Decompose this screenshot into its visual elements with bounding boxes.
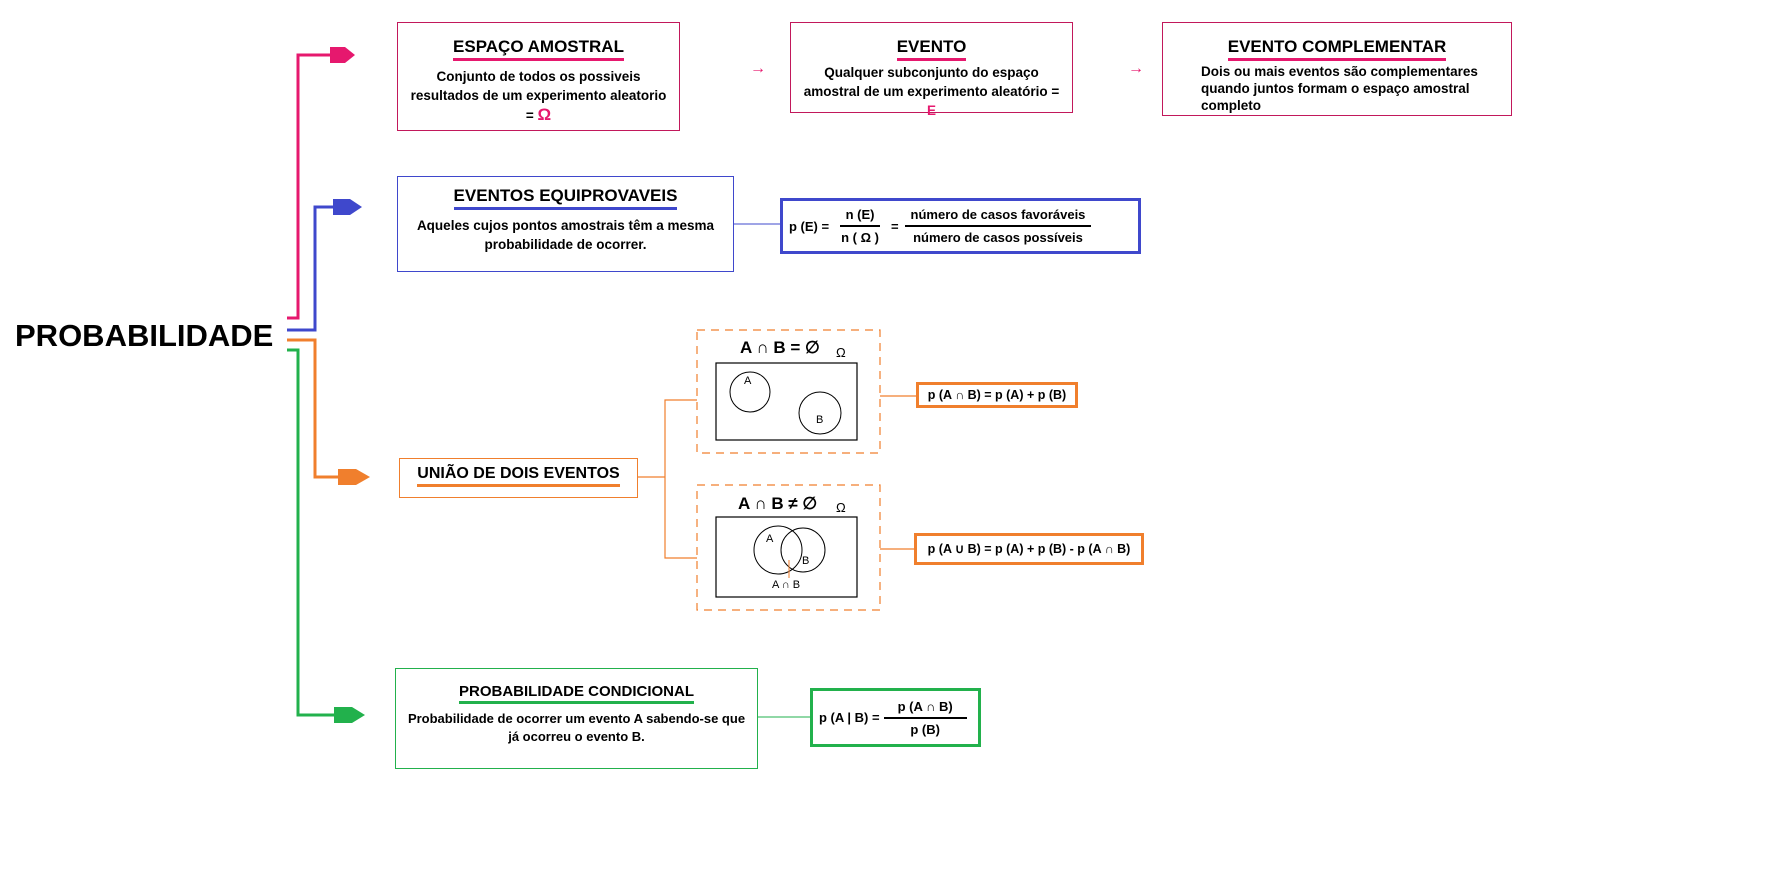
arrow-icon: →: [750, 60, 766, 77]
set-b-label: B: [816, 414, 824, 426]
denominator: p (B): [910, 721, 940, 737]
pink-connector: [287, 53, 332, 320]
eventos-equiprovaveis-box: EVENTOS EQUIPROVAVEIS Aqueles cujos pont…: [397, 176, 734, 272]
condicional-formula: p (A | B) = p (A ∩ B) p (B): [810, 688, 981, 747]
blue-connector: [287, 205, 334, 332]
numerator: n (E): [839, 207, 881, 227]
orange-arrow-icon: [338, 469, 370, 485]
evento-complementar-box: EVENTO COMPLEMENTAR Dois ou mais eventos…: [1162, 22, 1512, 116]
uniao-box: UNIÃO DE DOIS EVENTOS: [399, 458, 638, 498]
e-symbol: E: [926, 103, 936, 118]
equiprovaveis-text: Aqueles cujos pontos amostrais têm a mes…: [416, 218, 715, 252]
disjoint-label: A ∩ B = ∅: [740, 338, 820, 357]
espaco-amostral-text: Conjunto de todos os possiveis resultado…: [410, 69, 667, 123]
set-b-label: B: [802, 555, 810, 567]
set-a-label: A: [744, 375, 752, 387]
equals: =: [890, 218, 899, 234]
evento-box: EVENTO Qualquer subconjunto do espaço am…: [790, 22, 1073, 118]
omega-label: Ω: [836, 345, 846, 360]
arrow-icon: →: [1128, 60, 1144, 77]
condicional-text: Probabilidade de ocorrer um evento A sab…: [407, 711, 746, 744]
circle-a-1: [729, 371, 771, 413]
blue-arrow-icon: [333, 199, 362, 215]
pink-arrow-icon: [330, 47, 355, 63]
omega-symbol: Ω: [537, 105, 552, 124]
uniao-title: UNIÃO DE DOIS EVENTOS: [417, 465, 620, 487]
condicional-title: PROBABILIDADE CONDICIONAL: [459, 683, 694, 704]
circle-b-1: [798, 391, 842, 435]
equiprovaveis-formula: p (E) = n (E) n ( Ω ) = número de casos f…: [780, 198, 1141, 254]
green-connector: [287, 348, 336, 717]
evento-text: Qualquer subconjunto do espaço amostral …: [803, 65, 1060, 99]
evento-complementar-title: EVENTO COMPLEMENTAR: [1227, 37, 1447, 61]
sample-space-rect-1: [715, 362, 858, 441]
disjoint-formula: p (A ∩ B) = p (A) + p (B): [916, 382, 1078, 408]
intersect-label: A ∩ B ≠ ∅: [738, 494, 818, 513]
omega-label: Ω: [836, 500, 846, 515]
intersection-label: A ∩ B: [772, 579, 801, 591]
evento-title: EVENTO: [896, 37, 967, 61]
orange-connector: [287, 338, 340, 479]
circle-a-2: [753, 525, 803, 575]
circle-b-2: [780, 527, 826, 573]
green-arrow-icon: [334, 707, 365, 723]
denominator: n ( Ω ): [841, 230, 879, 245]
espaco-amostral-title: ESPAÇO AMOSTRAL: [453, 37, 624, 61]
intersect-case-frame: [696, 484, 881, 611]
formula-lhs: p (A | B) =: [819, 710, 880, 725]
condicional-box: PROBABILIDADE CONDICIONAL Probabilidade …: [395, 668, 758, 769]
set-a-label: A: [766, 533, 774, 545]
denominator: número de casos possíveis: [913, 230, 1083, 245]
formula-lhs: p (E) =: [789, 218, 830, 234]
union-formula: p (A ∪ B) = p (A) + p (B) - p (A ∩ B): [914, 533, 1144, 565]
equiprovaveis-title: EVENTOS EQUIPROVAVEIS: [453, 186, 678, 210]
orange-branches: [637, 395, 916, 559]
numerator: número de casos favoráveis: [904, 207, 1092, 227]
evento-complementar-text: Dois ou mais eventos são complementares …: [1201, 64, 1478, 113]
main-title: PROBABILIDADE: [15, 318, 274, 353]
sample-space-rect-2: [715, 516, 858, 598]
disjoint-case-frame: [696, 329, 881, 454]
numerator: p (A ∩ B): [883, 699, 967, 719]
espaco-amostral-box: ESPAÇO AMOSTRAL Conjunto de todos os pos…: [397, 22, 680, 131]
